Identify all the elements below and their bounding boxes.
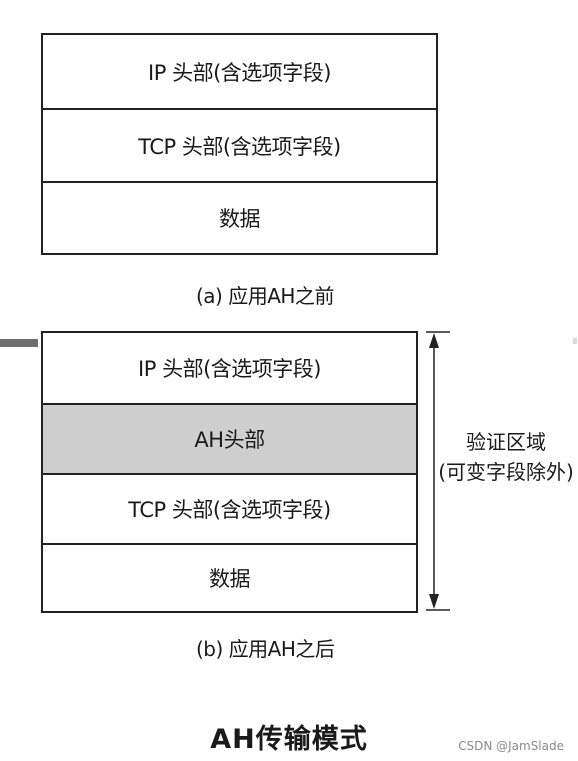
tcp-header-row-b: TCP 头部(含选项字段) bbox=[43, 473, 416, 543]
data-row-b: 数据 bbox=[43, 543, 416, 611]
authenticated-region-arrow bbox=[426, 331, 450, 611]
ip-header-row: IP 头部(含选项字段) bbox=[43, 35, 436, 108]
tcp-header-label: TCP 头部(含选项字段) bbox=[138, 134, 341, 159]
auth-label-line2: (可变字段除外) bbox=[438, 460, 574, 484]
tcp-header-row: TCP 头部(含选项字段) bbox=[43, 108, 436, 181]
ip-header-label-b: IP 头部(含选项字段) bbox=[138, 357, 321, 381]
ip-header-row-b: IP 头部(含选项字段) bbox=[43, 333, 416, 403]
watermark: CSDN @JamSlade bbox=[458, 739, 564, 753]
packet-before-ah: IP 头部(含选项字段) TCP 头部(含选项字段) 数据 bbox=[41, 33, 438, 255]
ip-header-label: IP 头部(含选项字段) bbox=[148, 60, 331, 85]
caption-after-ah: (b) 应用AH之后 bbox=[196, 637, 335, 661]
data-row: 数据 bbox=[43, 181, 436, 253]
left-edge-bar bbox=[0, 339, 38, 347]
data-label: 数据 bbox=[219, 207, 261, 231]
right-edge-mark bbox=[573, 338, 577, 344]
ah-header-label: AH头部 bbox=[194, 428, 265, 452]
auth-label-line1: 验证区域 bbox=[466, 430, 546, 454]
caption-before-ah: (a) 应用AH之前 bbox=[196, 284, 334, 308]
data-label-b: 数据 bbox=[209, 567, 251, 591]
page-title: AH传输模式 bbox=[210, 724, 368, 755]
ah-header-row: AH头部 bbox=[43, 403, 416, 473]
tcp-header-label-b: TCP 头部(含选项字段) bbox=[128, 498, 331, 522]
packet-after-ah: IP 头部(含选项字段) AH头部 TCP 头部(含选项字段) 数据 bbox=[41, 331, 418, 613]
authenticated-region-label: 验证区域 (可变字段除外) bbox=[436, 427, 576, 487]
